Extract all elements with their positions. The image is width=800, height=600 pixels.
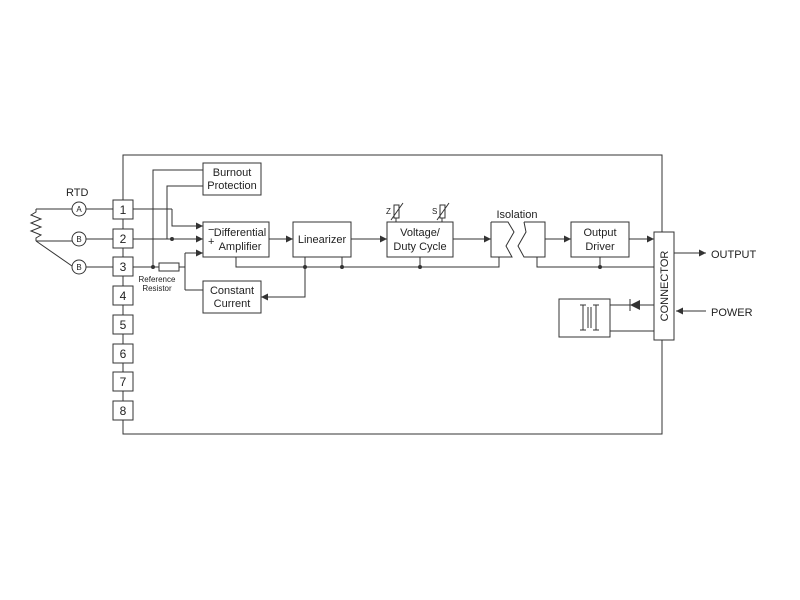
svg-text:4: 4 [120, 289, 127, 303]
svg-text:8: 8 [120, 404, 127, 418]
rtd-node-b1: B [71, 231, 87, 247]
reference-resistor [158, 262, 180, 272]
linearizer-block: Linearizer [292, 221, 352, 258]
svg-text:A: A [76, 205, 82, 214]
svg-text:7: 7 [120, 375, 127, 389]
power-label: POWER [711, 307, 753, 319]
svg-text:CONNECTOR: CONNECTOR [659, 251, 671, 322]
isolation-label: Isolation [497, 209, 538, 221]
svg-text:Amplifier: Amplifier [219, 241, 262, 253]
svg-text:5: 5 [120, 318, 127, 332]
isolation-barrier [490, 221, 546, 258]
svg-text:3: 3 [120, 260, 127, 274]
svg-text:Protection: Protection [207, 180, 257, 192]
svg-text:Constant: Constant [210, 285, 254, 297]
differential-amplifier-block: − + Differential Amplifier [202, 221, 270, 258]
svg-text:2: 2 [120, 232, 127, 246]
rtd-label: RTD [66, 187, 88, 199]
reference-label-line1: Reference [139, 275, 176, 284]
voltage-duty-cycle-block: Voltage/ Duty Cycle [386, 221, 454, 258]
output-driver-block: Output Driver [570, 221, 630, 258]
svg-text:B: B [76, 235, 81, 244]
output-label: OUTPUT [711, 249, 757, 261]
svg-text:Differential: Differential [214, 227, 266, 239]
terminal-2: 2 [112, 228, 134, 249]
burnout-protection-block: Burnout Protection [202, 162, 262, 196]
terminal-5: 5 [112, 314, 134, 335]
diode-icon [629, 299, 640, 311]
svg-text:Duty Cycle: Duty Cycle [393, 241, 446, 253]
svg-text:Linearizer: Linearizer [298, 234, 347, 246]
span-pot-icon [436, 202, 450, 222]
svg-text:Voltage/: Voltage/ [400, 227, 441, 239]
terminal-7: 7 [112, 371, 134, 392]
constant-current-block: Constant Current [202, 280, 262, 314]
minus-sign: − [208, 224, 214, 236]
svg-text:Current: Current [214, 298, 251, 310]
span-label: S [432, 207, 437, 216]
plus-sign: + [208, 236, 214, 248]
connector-block: CONNECTOR [653, 231, 675, 341]
terminal-1: 1 [112, 199, 134, 220]
terminal-4: 4 [112, 285, 134, 306]
svg-text:Driver: Driver [585, 241, 615, 253]
terminal-8: 8 [112, 400, 134, 421]
terminal-6: 6 [112, 343, 134, 364]
reference-label-line2: Resistor [142, 284, 172, 293]
rtd-node-a: A [71, 201, 87, 217]
terminal-3: 3 [112, 256, 134, 277]
svg-text:B: B [76, 263, 81, 272]
svg-text:1: 1 [120, 203, 127, 217]
zero-label: Z [386, 207, 391, 216]
svg-text:6: 6 [120, 347, 127, 361]
power-transformer-block [558, 298, 611, 338]
svg-text:Burnout: Burnout [213, 167, 252, 179]
rtd-resistor-symbol [29, 209, 43, 241]
zero-pot-icon [390, 202, 404, 222]
rtd-node-b2: B [71, 259, 87, 275]
svg-text:Output: Output [583, 227, 616, 239]
terminal-strip: 1 2 3 4 5 6 7 8 [112, 199, 134, 421]
transformer-icon [580, 304, 599, 331]
